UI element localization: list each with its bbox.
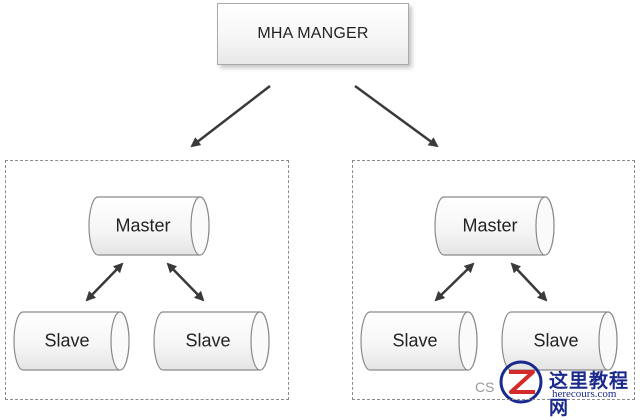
left-slave2-label: Slave [185,330,231,351]
right-slave1-node [360,311,478,371]
right-slave2-node [501,311,618,371]
right-slave1-label: Slave [392,330,438,351]
manager-to-right-arrow [354,84,439,148]
manager-to-left-arrow [190,85,271,148]
diagram-svg [13,84,618,404]
watermark-cs-text: CS [475,379,495,395]
left-slave1-label: Slave [44,330,90,351]
left-slave1-node [13,311,130,371]
right-master-node [434,196,555,256]
left-master-slave1-arrow [85,262,124,302]
watermark-logo-subtext: herecours.com [552,388,617,400]
right-slave2-label: Slave [533,330,579,351]
right-cluster-group [352,160,635,400]
left-cluster-group [5,160,289,400]
diagram-canvas: MHA MANGER Master Slave Slave Master Sla… [5,3,635,419]
right-master-slave2-arrow [510,262,548,302]
watermark-logo-icon [499,360,543,404]
right-master-label: Master [462,215,518,236]
left-master-node [88,196,210,256]
mha-manager-label: MHA MANGER [257,25,369,42]
mha-manager-box: MHA MANGER [217,3,409,65]
left-slave2-node [153,311,270,371]
left-master-slave2-arrow [166,262,205,302]
left-master-label: Master [115,215,171,236]
right-master-slave1-arrow [434,262,475,302]
